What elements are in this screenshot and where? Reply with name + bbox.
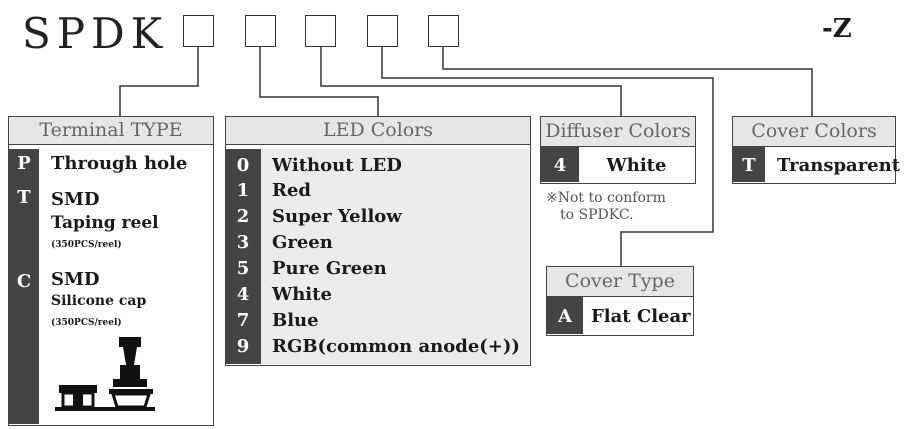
led-code: 0 [236, 155, 250, 176]
cover-colors-header: Cover Colors [733, 117, 895, 147]
led-colors-header: LED Colors [226, 117, 530, 145]
part-number-prefix: SPDK [22, 9, 169, 58]
silicone-cap-illustration [55, 337, 155, 411]
connector-led [259, 47, 379, 116]
led-code: 4 [236, 284, 250, 305]
led-code: 3 [236, 232, 250, 253]
terminal-code-p: P [17, 153, 31, 174]
diffuser-note-line1: ※Not to conform [546, 190, 666, 206]
part-number-suffix: -Z [822, 14, 852, 44]
cover-type-box: Cover Type A Flat Clear [546, 266, 694, 336]
connector-cover-color [442, 47, 813, 116]
led-label: RGB(common anode(+)) [272, 336, 520, 357]
cover-type-code-column [547, 297, 583, 334]
cover-colors-code: T [742, 155, 756, 176]
led-code: 2 [236, 206, 250, 227]
led-label: White [272, 284, 332, 305]
led-label: Green [272, 232, 333, 253]
slot-diffuser-color [305, 15, 336, 47]
terminal-label-p: Through hole [51, 153, 188, 174]
cover-colors-label: Transparent [777, 155, 901, 176]
diffuser-colors-header: Diffuser Colors [541, 117, 695, 147]
led-code: 5 [236, 258, 250, 279]
slot-cover-type [367, 15, 398, 47]
terminal-sub-c: Silicone cap [51, 293, 147, 309]
terminal-label-t: SMD [51, 189, 100, 210]
cover-type-header: Cover Type [547, 267, 693, 297]
diffuser-note-line2: to SPDKC. [560, 207, 634, 223]
led-label: Super Yellow [272, 206, 402, 227]
connector-cover-type [381, 47, 714, 266]
diffuser-code: 4 [553, 155, 567, 176]
cover-type-label: Flat Clear [591, 306, 691, 327]
led-label: Red [272, 180, 311, 201]
terminal-code-t: T [17, 187, 31, 208]
terminal-note-c: (350PCS/reel) [51, 318, 122, 328]
terminal-code-c: C [16, 271, 32, 292]
diffuser-label: White [606, 155, 667, 176]
cover-colors-box: Cover Colors T Transparent [732, 116, 900, 184]
led-code: 9 [236, 336, 250, 357]
terminal-type-box: Terminal TYPE P Through hole T SMD Tapin… [8, 116, 214, 426]
led-code-column [226, 145, 261, 364]
terminal-label-c: SMD [51, 269, 100, 290]
led-code: 7 [236, 310, 250, 331]
terminal-type-header: Terminal TYPE [9, 117, 213, 145]
diffuser-colors-box: Diffuser Colors 4 White [540, 116, 696, 184]
connector-diffuser [320, 47, 622, 116]
led-label: Blue [272, 310, 319, 331]
led-label: Pure Green [272, 258, 387, 279]
diffuser-code-column [541, 147, 579, 182]
cover-colors-code-column [733, 147, 765, 182]
led-label: Without LED [272, 155, 402, 176]
led-code: 1 [236, 180, 250, 201]
connector-terminal [119, 47, 199, 116]
slot-led-color [245, 15, 276, 47]
cover-type-code: A [558, 306, 572, 327]
slot-cover-color [428, 15, 459, 47]
led-colors-box: LED Colors 0 Without LED 1 Red 2 Super Y… [225, 116, 531, 366]
terminal-sub-t: Taping reel [51, 213, 159, 233]
led-desc-area [261, 149, 529, 364]
terminal-note-t: (350PCS/reel) [51, 240, 122, 250]
slot-terminal-type [183, 15, 214, 47]
terminal-code-column [9, 145, 39, 424]
